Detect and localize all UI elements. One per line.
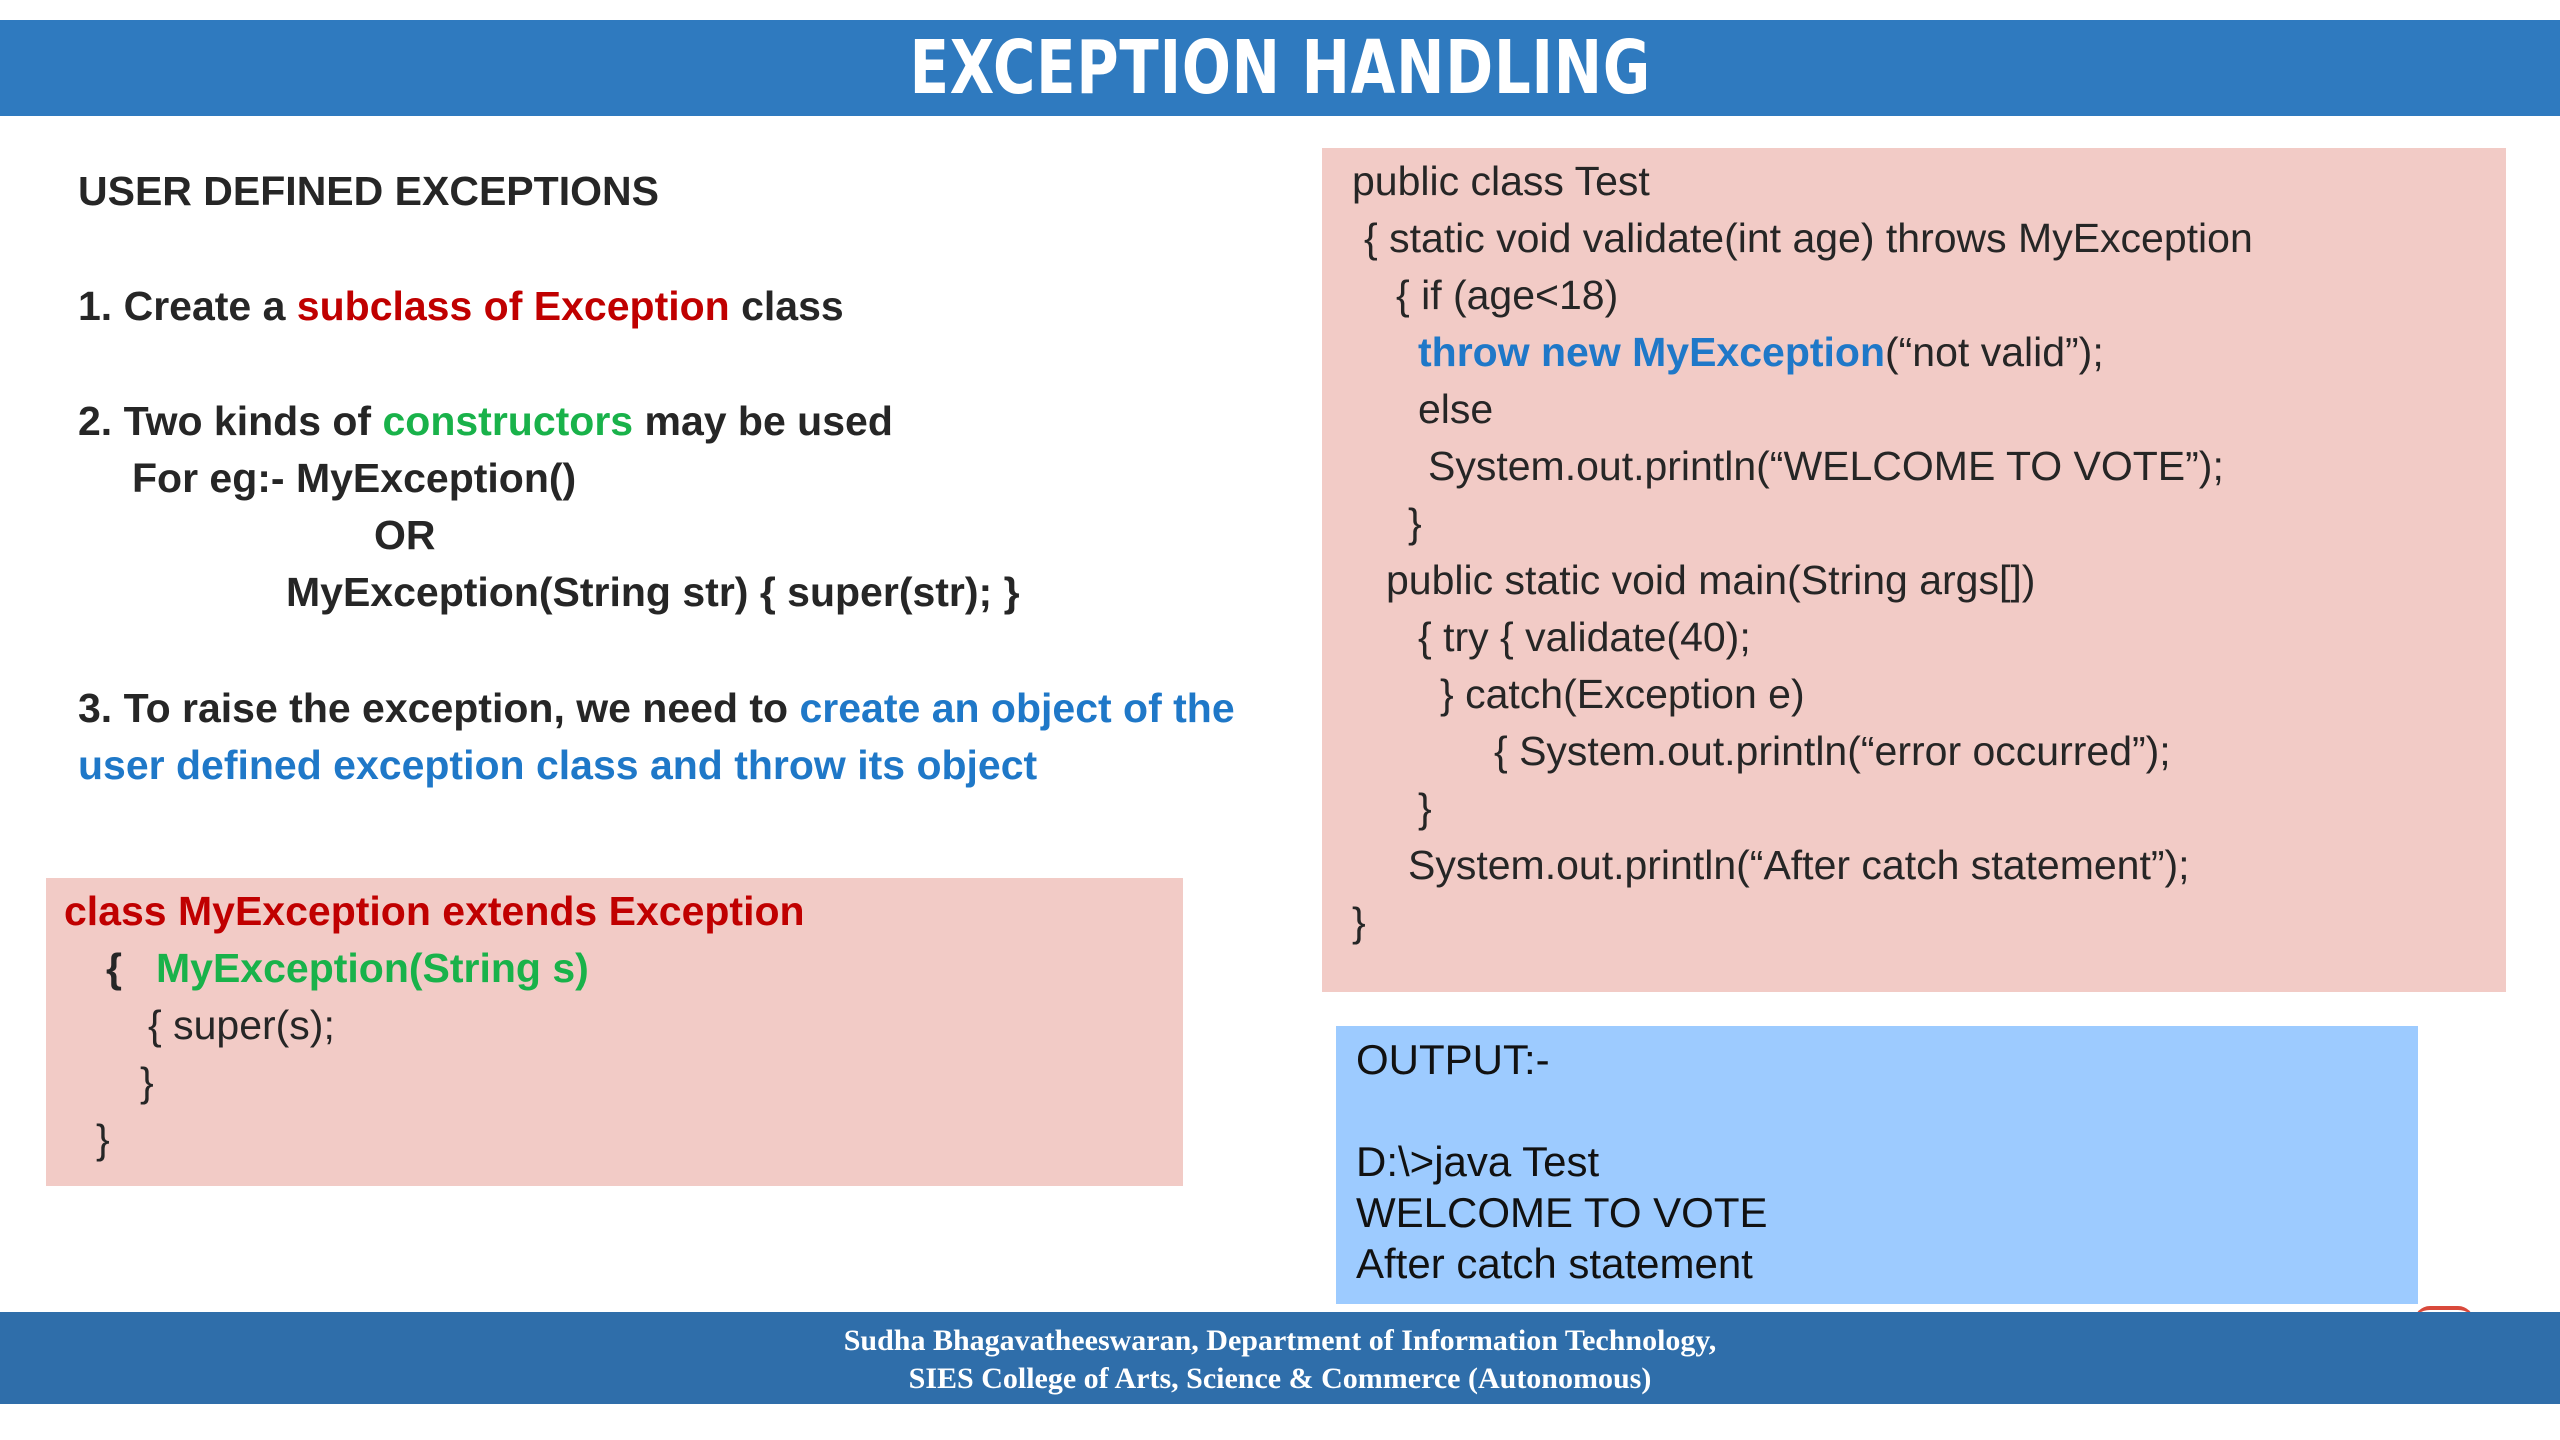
- footer: Sudha Bhagavatheeswaran, Department of I…: [0, 1312, 2560, 1404]
- code-line-10: } catch(Exception e): [1440, 671, 1805, 717]
- point-2: 2. Two kinds of constructors may be used: [78, 398, 893, 445]
- footer-author: Sudha Bhagavatheeswaran, Department of I…: [843, 1324, 1717, 1357]
- corner-decoration: [2414, 1306, 2474, 1322]
- super-call-line: { super(s);: [148, 1002, 335, 1048]
- code-line-2: { static void validate(int age) throws M…: [1364, 215, 2253, 261]
- code-line-5: else: [1418, 386, 1494, 432]
- code-line-4: throw new MyException(“not valid”);: [1418, 329, 2104, 376]
- title-bar: EXCEPTION HANDLING: [0, 20, 2560, 116]
- constructor-signature: MyException(String s): [156, 945, 589, 991]
- footer-college: SIES College of Arts, Science & Commerce…: [908, 1362, 1652, 1395]
- point-1-prefix: 1. Create a: [78, 283, 297, 329]
- output-label: OUTPUT:-: [1356, 1036, 1550, 1083]
- throw-args: (“not valid”);: [1885, 329, 2104, 375]
- code-line-13: System.out.println(“After catch statemen…: [1408, 842, 2190, 888]
- section-heading: USER DEFINED EXCEPTIONS: [78, 168, 659, 214]
- point-2-suffix: may be used: [633, 398, 893, 444]
- class-open-brace: {: [106, 945, 122, 991]
- point-2-example-2: MyException(String str) { super(str); }: [286, 569, 1020, 615]
- output-line-1: D:\>java Test: [1356, 1138, 1600, 1185]
- class-decl-line: class MyException extends Exception: [64, 888, 805, 934]
- point-2-example-or: OR: [374, 512, 436, 558]
- slide-title: EXCEPTION HANDLING: [909, 25, 1651, 111]
- code-line-7: }: [1408, 500, 1422, 546]
- output-line-2: WELCOME TO VOTE: [1356, 1189, 1768, 1236]
- code-line-3: { if (age<18): [1396, 272, 1619, 318]
- point-1-highlight: subclass of Exception: [296, 283, 730, 329]
- test-code-box: public class Test { static void validate…: [1322, 148, 2506, 992]
- code-line-8: public static void main(String args[]): [1386, 557, 2036, 603]
- point-1-suffix: class: [729, 283, 844, 329]
- throw-statement: throw new MyException: [1418, 329, 1885, 375]
- point-3-prefix: 3. To raise the exception, we need to: [78, 685, 800, 731]
- code-line-11: { System.out.println(“error occurred”);: [1494, 728, 2171, 774]
- myexception-code-box: class MyException extends Exception { My…: [46, 878, 1183, 1186]
- class-close-brace: }: [96, 1116, 110, 1162]
- point-1: 1. Create a subclass of Exception class: [78, 283, 844, 330]
- point-3-highlight-2: user defined exception class and throw i…: [78, 742, 1038, 788]
- output-line-3: After catch statement: [1356, 1240, 1753, 1287]
- code-line-14: }: [1352, 899, 1366, 945]
- point-3-highlight-1: create an object of the: [799, 685, 1235, 731]
- point-2-prefix: 2. Two kinds of: [78, 398, 383, 444]
- code-line-12: }: [1418, 785, 1432, 831]
- code-line-9: { try { validate(40);: [1418, 614, 1751, 660]
- output-box: OUTPUT:- D:\>java Test WELCOME TO VOTE A…: [1336, 1026, 2418, 1304]
- point-2-example-1: For eg:- MyException(): [132, 455, 577, 501]
- ctor-close-brace: }: [140, 1059, 154, 1105]
- code-line-1: public class Test: [1352, 158, 1650, 204]
- code-line-6: System.out.println(“WELCOME TO VOTE”);: [1428, 443, 2224, 489]
- point-2-highlight: constructors: [382, 398, 634, 444]
- point-3-line-1: 3. To raise the exception, we need to cr…: [78, 685, 1235, 732]
